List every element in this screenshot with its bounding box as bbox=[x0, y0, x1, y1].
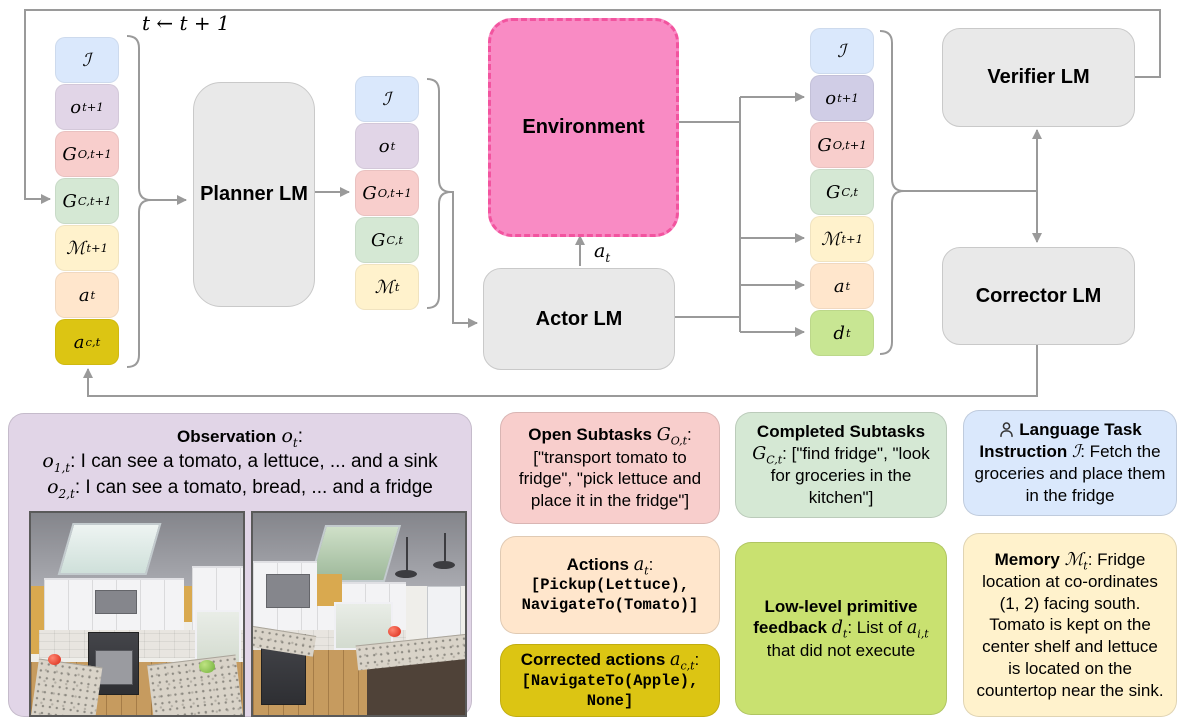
brace-stack3 bbox=[879, 30, 905, 355]
corrector-lm-box: Corrector LM bbox=[942, 247, 1135, 345]
corrected-actions-code-line-1: [NavigateTo(Apple), bbox=[521, 671, 699, 690]
actor-lm-box: Actor LM bbox=[483, 268, 675, 370]
wire-stack2-actor bbox=[451, 191, 478, 328]
observation-line-1: o1,t: I can see a tomato, a lettuce, ...… bbox=[42, 450, 438, 476]
action-edge-label: at bbox=[594, 240, 611, 265]
completed-subtasks-card: Completed Subtasks GC,t: ["find fridge",… bbox=[735, 412, 947, 518]
kitchen-image-2 bbox=[251, 511, 467, 717]
completed-subtasks-text: Completed Subtasks GC,t: ["find fridge",… bbox=[752, 422, 930, 508]
observation-title: Observation ot: bbox=[176, 425, 304, 450]
open-subtasks-text: Open Subtasks GO,t: ["transport tomato t… bbox=[518, 425, 702, 511]
observation-card: Observation ot: o1,t: I can see a tomato… bbox=[8, 413, 472, 717]
primitive-feedback-card: Low-level primitive feedback dt: List of… bbox=[735, 542, 947, 715]
brace-stack1 bbox=[126, 35, 152, 368]
token-instruction: ℐ bbox=[55, 37, 119, 83]
loop-increment-label: t ← t + 1 bbox=[142, 11, 230, 35]
memory-text: Memory ℳt: Fridge location at co-ordinat… bbox=[976, 549, 1164, 700]
environment-box: Environment bbox=[488, 18, 679, 237]
token-instruction: ℐ bbox=[810, 28, 874, 74]
memory-card: Memory ℳt: Fridge location at co-ordinat… bbox=[963, 533, 1177, 717]
language-instruction-text: Language Task Instruction ℐ: Fetch the g… bbox=[974, 420, 1166, 506]
planner-lm-box: Planner LM bbox=[193, 82, 315, 307]
token-instruction: ℐ bbox=[355, 76, 419, 122]
observation-line-2: o2,t: I can see a tomato, bread, ... and… bbox=[47, 475, 433, 501]
primitive-feedback-text: Low-level primitive feedback dt: List of… bbox=[753, 596, 929, 660]
actions-card: Actions at: [Pickup(Lettuce), NavigateTo… bbox=[500, 536, 720, 634]
kitchen-image-1 bbox=[29, 511, 245, 717]
language-instruction-card: Language Task Instruction ℐ: Fetch the g… bbox=[963, 410, 1177, 516]
brace-stack2 bbox=[426, 78, 452, 309]
verifier-lm-box: Verifier LM bbox=[942, 28, 1135, 127]
actions-code-line-1: [Pickup(Lettuce), bbox=[530, 576, 690, 595]
corrected-actions-card: Corrected actions ac,t: [NavigateTo(Appl… bbox=[500, 644, 720, 717]
corrected-actions-title: Corrected actions ac,t: bbox=[520, 650, 700, 673]
corrected-actions-code-line-2: None] bbox=[586, 691, 634, 710]
open-subtasks-card: Open Subtasks GO,t: ["transport tomato t… bbox=[500, 412, 720, 524]
actions-title: Actions at: bbox=[566, 554, 654, 578]
person-icon bbox=[1000, 422, 1014, 438]
actions-code-line-2: NavigateTo(Tomato)] bbox=[521, 596, 699, 615]
